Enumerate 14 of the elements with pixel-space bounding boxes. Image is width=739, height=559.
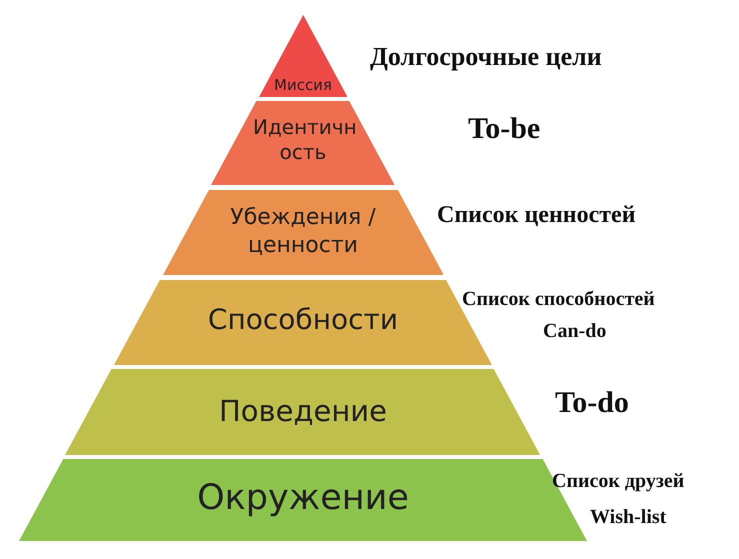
tier-note: Wish-list bbox=[590, 506, 666, 529]
tier-note: To-be bbox=[468, 112, 540, 146]
tier-label: Окружение bbox=[197, 477, 409, 520]
tier-note: Список способностей bbox=[462, 288, 655, 311]
tier-note: Список друзей bbox=[552, 470, 684, 493]
tier-label: Поведение bbox=[218, 393, 387, 430]
tier-label: Миссия bbox=[274, 76, 332, 95]
tier-note: To-do bbox=[555, 386, 629, 420]
tier-note: Can-do bbox=[543, 320, 606, 343]
tier-label: Убеждения / ценности bbox=[229, 204, 377, 259]
tier-label: Идентичн ость bbox=[252, 115, 353, 165]
tier-label: Способности bbox=[208, 302, 398, 337]
tier-note: Долгосрочные цели bbox=[370, 42, 602, 72]
tier-note: Список ценностей bbox=[437, 202, 636, 229]
